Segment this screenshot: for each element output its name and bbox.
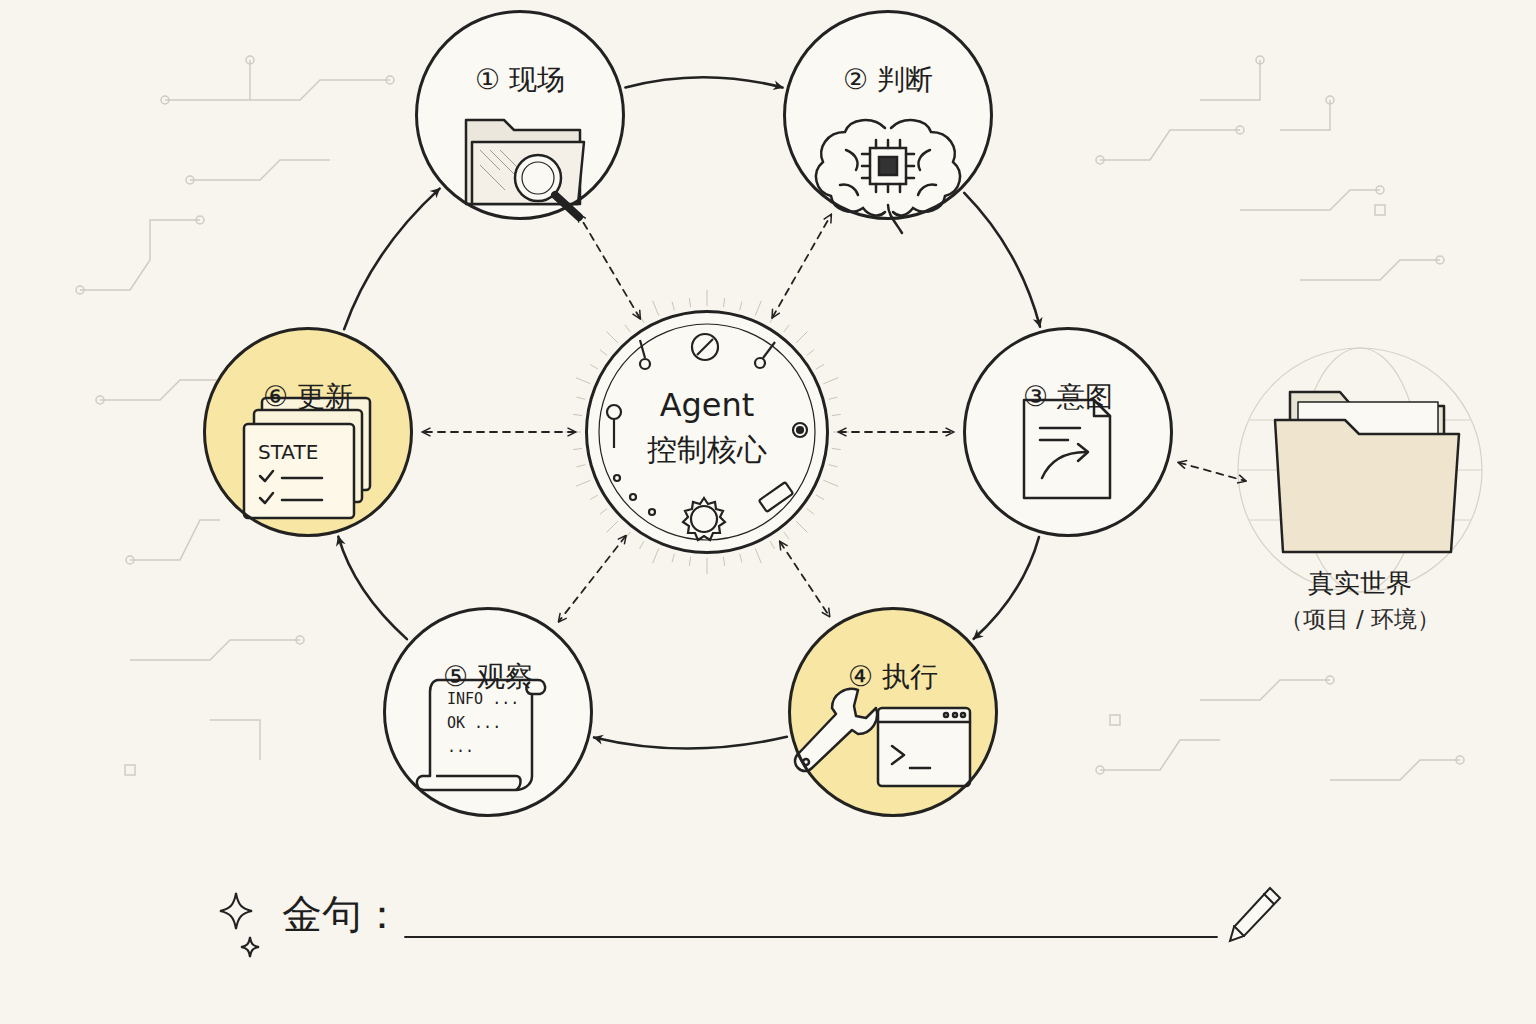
world-folder: 真实世界 （项目 / 环境） [1255, 385, 1465, 640]
step-heading: ④ 执行 [848, 659, 938, 694]
dashed-link [423, 431, 575, 433]
dashed-link [578, 214, 640, 318]
dashed-link [780, 542, 829, 616]
cycle-arrow [338, 537, 407, 639]
dashed-link [1179, 463, 1245, 481]
circle-outline [963, 327, 1173, 537]
state-cards-icon [244, 398, 370, 518]
circuit-decoration [76, 56, 1464, 780]
cycle-arrow [964, 193, 1040, 327]
circle-outline [383, 607, 593, 817]
step-circle: ③ 意图 [963, 327, 1173, 537]
quote-decoration [220, 888, 1280, 957]
world-label: 真实世界 [1308, 567, 1412, 600]
log-line: OK ... [447, 714, 501, 732]
cycle-arrow [625, 77, 782, 87]
dashed-link [772, 215, 831, 318]
cycle-arrow [974, 537, 1039, 639]
step-circle: ⑥ 更新 [203, 327, 413, 537]
wrench-terminal-icon [795, 689, 970, 786]
circle-outline [788, 607, 998, 817]
core-circle: Agent 控制核心 [585, 310, 829, 554]
core-title: Agent [660, 385, 755, 425]
log-line: INFO ... [447, 690, 519, 708]
step-circle: ② 判断 [783, 10, 993, 220]
circle-outline [585, 310, 829, 554]
step-circle: ⑤ 观察 [383, 607, 593, 817]
document-arrow-icon [1024, 400, 1110, 498]
step-circle: ④ 执行 [788, 607, 998, 817]
dashed-link [559, 536, 626, 621]
core-rays [565, 290, 849, 574]
cycle-arrow [594, 737, 787, 749]
folder-search-icon [466, 120, 584, 217]
circle-outline [415, 10, 625, 220]
step-heading: ② 判断 [843, 62, 933, 97]
circle-outline [783, 10, 993, 220]
step-heading: ⑤ 观察 [443, 659, 533, 694]
quote-label: 金句： [282, 890, 402, 938]
step-heading: ⑥ 更新 [263, 379, 353, 414]
world-folder-icon [1238, 348, 1482, 592]
brain-chip-icon [816, 120, 960, 233]
log-line: ... [447, 738, 474, 756]
core-dials [599, 324, 815, 540]
circle-outline [203, 327, 413, 537]
dashed-link [839, 431, 953, 433]
core-title: 控制核心 [647, 431, 767, 469]
step-circle: ① 现场 [415, 10, 625, 220]
step-heading: ① 现场 [475, 62, 565, 97]
state-label: STATE [258, 440, 318, 464]
log-scroll-icon [417, 680, 545, 790]
cycle-arrow [344, 189, 439, 330]
circle-fills [203, 10, 1173, 817]
step-heading: ③ 意图 [1023, 379, 1113, 414]
world-label: （项目 / 环境） [1280, 605, 1440, 634]
